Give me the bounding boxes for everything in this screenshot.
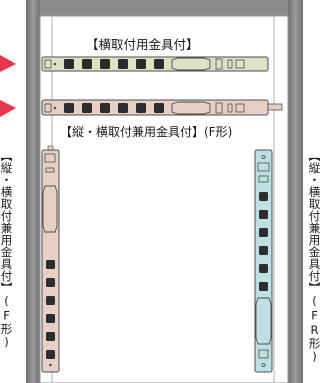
right-vertical-label: 【縦・横取付兼用金具付】(FR形) — [307, 150, 322, 364]
right-strip-outlets — [259, 192, 268, 291]
left-strip-outlets — [46, 260, 55, 359]
right-vertical-power-strip — [254, 149, 273, 373]
left-vertical-power-strip — [41, 145, 60, 373]
horizontal-bracket-label: 【横取付用金具付】 — [84, 37, 201, 53]
rack-top-beam — [26, 0, 303, 16]
middle-strip-outlets — [64, 103, 164, 113]
top-strip-outlets — [64, 59, 164, 69]
arrow-to-horizontal-strip — [0, 55, 16, 72]
left-vertical-label: 【縦・横取付兼用金具付】(F形) — [0, 150, 14, 350]
dual-bracket-label: 【縦・横取付兼用金具付】(F形) — [58, 125, 235, 139]
rack-inner-frame — [39, 15, 289, 383]
dual-mount-power-strip — [41, 99, 283, 116]
horizontal-power-strip — [41, 56, 269, 72]
rack-left-post — [26, 0, 40, 383]
rack-right-post — [288, 0, 303, 383]
arrow-to-dual-strip — [0, 100, 16, 117]
